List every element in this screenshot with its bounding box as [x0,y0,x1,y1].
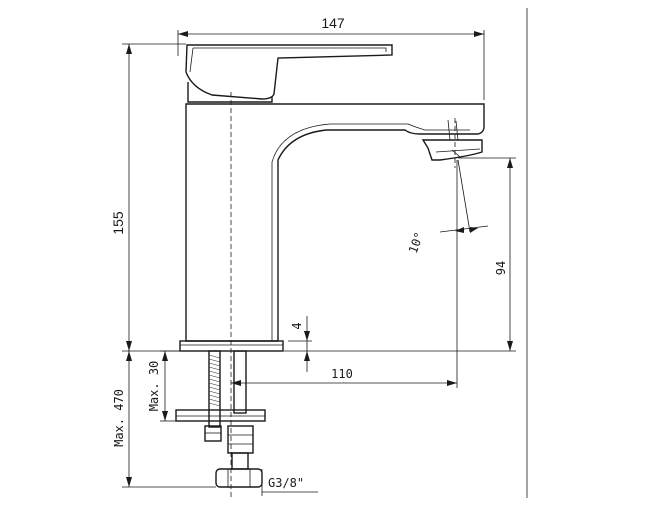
faucet-body [179,44,485,352]
dimension-total-height: 155 [110,43,186,352]
dimension-max-deck: Max. 30 [147,350,180,422]
dim-total-height-label: 155 [110,211,126,235]
dimension-spout-height: 94 [284,157,516,352]
mounting-bracket [175,409,266,422]
faucet-body-inner-curve [271,123,470,341]
dimension-max-hose: Max. 470 [112,351,216,488]
dim-thread-label: G3/8" [268,476,304,490]
dimension-spray-angle: 10° [406,159,489,255]
cartridge-cap [187,82,273,103]
flex-hose [231,452,249,470]
dimension-total-width: 147 [177,15,485,100]
faucet-main-body [185,103,485,342]
threaded-stud [208,350,221,428]
hose-nut [227,425,254,454]
connection-fitting [215,468,263,488]
dim-spout-height-label: 94 [494,261,508,275]
dim-spout-reach-label: 110 [331,367,353,381]
dim-spray-angle-label: 10° [406,230,427,255]
dimension-spout-reach: 110 [231,160,458,388]
hose-top [233,350,247,414]
dim-max-deck-label: Max. 30 [147,361,161,412]
stud-thread [208,354,221,407]
stud-nut [204,425,222,442]
lever-handle-inner [189,47,387,73]
aerator-line [435,148,481,153]
mounting-hardware [175,350,266,488]
base-plate [179,340,284,352]
dimension-thread: G3/8" [261,469,318,496]
dim-max-hose-label: Max. 470 [112,389,126,447]
aerator [421,139,483,161]
dimension-base-thickness: 4 [288,316,312,372]
dim-base-thickness-label: 4 [290,322,304,329]
lever-handle [185,44,393,100]
dim-total-width-label: 147 [321,15,345,31]
aerator-detail [447,119,461,158]
